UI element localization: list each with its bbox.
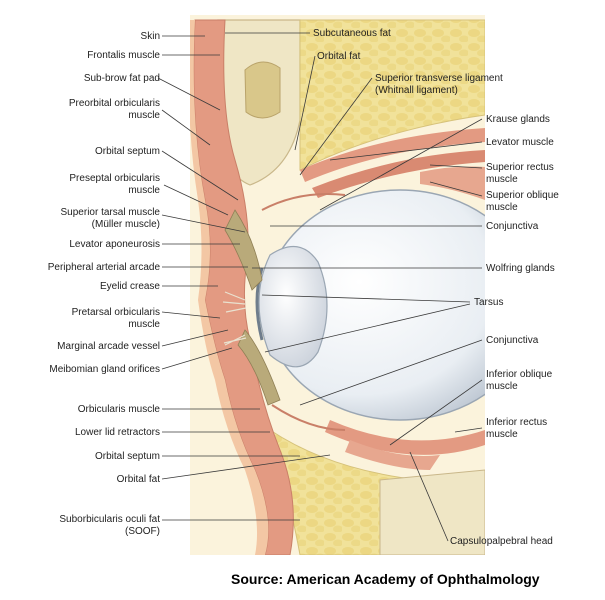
label-orbital-septum-lower: Orbital septum [95, 451, 160, 462]
label-orbital-fat-lower: Orbital fat [117, 474, 161, 485]
label-meibomian-gland-orifices: Meibomian gland orifices [49, 364, 160, 375]
label-peripheral-arterial-arcade: Peripheral arterial arcade [48, 262, 161, 273]
label-levator-aponeurosis: Levator aponeurosis [69, 239, 160, 250]
label-krause-glands: Krause glands [486, 114, 550, 125]
label-whitnall-ligament: Superior transverse ligament(Whitnall li… [375, 73, 503, 96]
leader-lines-right [225, 32, 483, 542]
label-superior-tarsal-muscle: Superior tarsal muscle(Müller muscle) [61, 207, 161, 230]
label-wolfring-glands: Wolfring glands [486, 263, 555, 274]
label-skin: Skin [141, 31, 160, 42]
label-tarsus: Tarsus [474, 297, 503, 308]
label-eyelid-crease: Eyelid crease [100, 281, 160, 292]
label-orbicularis-muscle: Orbicularis muscle [78, 404, 161, 415]
label-soof: Suborbicularis oculi fat(SOOF) [59, 514, 160, 537]
anatomy-illustration [190, 15, 485, 555]
label-sub-brow-fat-pad: Sub-brow fat pad [84, 73, 160, 84]
label-subcutaneous-fat: Subcutaneous fat [313, 28, 391, 39]
label-orbital-septum-upper: Orbital septum [95, 146, 160, 157]
label-orbital-fat-upper: Orbital fat [317, 51, 361, 62]
label-conjunctiva-lower: Conjunctiva [486, 335, 539, 346]
label-frontalis-muscle: Frontalis muscle [87, 50, 160, 61]
label-lower-lid-retractors: Lower lid retractors [75, 427, 160, 438]
label-marginal-arcade-vessel: Marginal arcade vessel [57, 341, 160, 352]
label-capsulopalpebral-head: Capsulopalpebral head [450, 536, 553, 547]
label-conjunctiva-upper: Conjunctiva [486, 221, 539, 232]
leader-lines-left [157, 35, 331, 521]
label-levator-muscle: Levator muscle [486, 137, 554, 148]
source-caption: Source: American Academy of Ophthalmolog… [231, 571, 540, 587]
labels-right: Subcutaneous fat Orbital fat Superior tr… [313, 28, 559, 547]
labels-left: Skin Frontalis muscle Sub-brow fat pad P… [48, 31, 161, 537]
